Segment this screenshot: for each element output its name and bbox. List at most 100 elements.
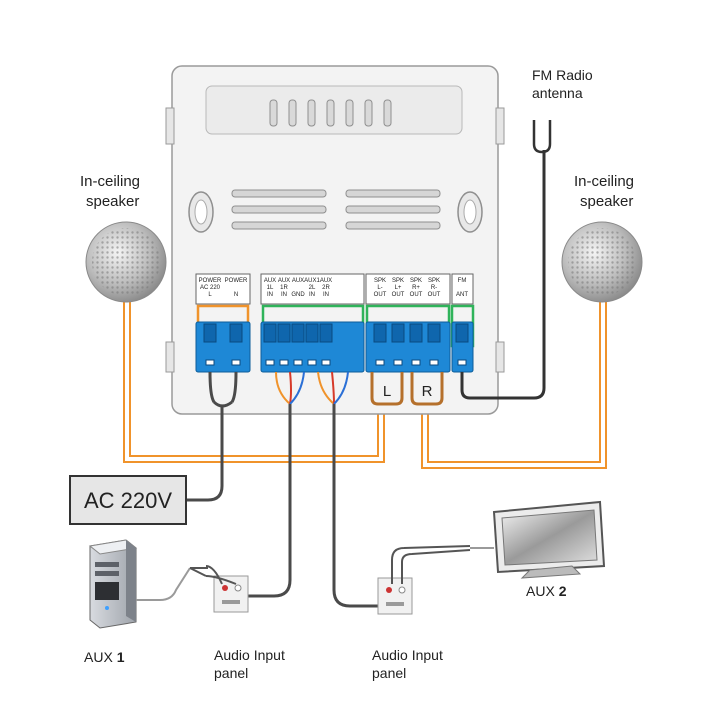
terminal-label-9-line1: SPK [392, 278, 404, 284]
right-speaker-label-line1: In-ceiling [574, 173, 634, 190]
aux1-computer: AUX 1 [84, 539, 208, 665]
left-channel-label: L [383, 383, 391, 400]
flat-tv-icon [492, 500, 606, 579]
terminal-screw-11 [427, 323, 441, 343]
terminal-label-3-line2: 1L [267, 285, 274, 291]
terminal-label-3-line1: AUX [264, 278, 276, 284]
terminal-label-10-line3: OUT [410, 292, 423, 298]
terminal-screw-8 [373, 323, 387, 343]
terminal-wire-hole-7 [321, 359, 331, 366]
left-speaker: In-ceiling speaker [80, 173, 167, 303]
terminal-wire-hole-3 [265, 359, 275, 366]
fm-label-line2: antenna [532, 85, 583, 101]
terminal-label-4-line3: IN [281, 292, 287, 298]
terminal-label-12-line3: ANT [456, 292, 468, 298]
terminal-screw-4 [277, 323, 291, 343]
aux1-wire-pair [275, 371, 305, 405]
terminal-label-11-line3: OUT [428, 292, 441, 298]
terminal-screw-7 [319, 323, 333, 343]
aux1-cable [246, 404, 292, 598]
rca-wallplate-icon [377, 577, 413, 615]
desktop-tower-icon [88, 539, 138, 629]
fm-antenna-cable [460, 150, 546, 400]
terminal-wire-hole-2 [231, 359, 241, 366]
terminal-screw-2 [229, 323, 243, 343]
terminal-blocks [195, 304, 475, 373]
right-channel-label: R [422, 383, 433, 400]
terminal-label-7-line2: 2R [322, 285, 330, 291]
terminal-label-8-line2: L- [377, 285, 382, 291]
speaker-grille-icon [85, 221, 167, 303]
middle-vent-slots [231, 189, 441, 230]
terminal-wire-hole-4 [279, 359, 289, 366]
terminal-label-10-line1: SPK [410, 278, 422, 284]
terminal-label-11-line1: SPK [428, 278, 440, 284]
terminal-label-10-line2: R+ [412, 285, 420, 291]
terminal-wire-hole-9 [393, 359, 403, 366]
panel1-label-line2: panel [214, 665, 248, 681]
power-cable [186, 406, 224, 502]
terminal-label-8-line3: OUT [374, 292, 387, 298]
terminal-label-2-line1: POWER [225, 278, 248, 284]
terminal-wire-hole-5 [293, 359, 303, 366]
left-channel-bracket: L [370, 372, 404, 406]
panel2-label-line2: panel [372, 665, 406, 681]
terminal-label-9-line3: OUT [392, 292, 405, 298]
terminal-label-3-line3: IN [267, 292, 273, 298]
aux1-label-text: AUX [84, 649, 117, 665]
left-speaker-wire [123, 300, 385, 463]
aux1-label: AUX 1 [84, 649, 125, 665]
terminal-label-7-line1: AUX [320, 278, 332, 284]
terminal-wire-hole-1 [205, 359, 215, 366]
terminal-label-9-line2: L+ [395, 285, 402, 291]
speaker-grille-icon [561, 221, 643, 303]
terminal-label-8-line1: SPK [374, 278, 386, 284]
aux2-cable [332, 404, 380, 608]
audio-input-panel-1: Audio Input panel [205, 565, 285, 681]
terminal-label-12-line1: FM [458, 278, 467, 284]
terminal-label-6-line1: AUX1 [304, 278, 320, 284]
terminal-wire-hole-6 [307, 359, 317, 366]
top-vent-slots [269, 99, 392, 127]
aux1-label-number: 1 [117, 649, 125, 665]
right-speaker-wire [421, 300, 607, 469]
terminal-label-4-line2: 1R [280, 285, 288, 291]
aux1-rca-cable [136, 567, 191, 601]
terminal-screw-6 [305, 323, 319, 343]
terminal-wire-hole-11 [429, 359, 439, 366]
ac-power-source: AC 220V [69, 475, 187, 525]
right-speaker-label-line2: speaker [580, 193, 633, 210]
ac-box-label: AC 220V [84, 488, 172, 513]
panel2-label-line1: Audio Input [372, 647, 443, 663]
aux2-label-number: 2 [559, 583, 567, 599]
terminal-label-6-line2: 2L [309, 285, 316, 291]
terminal-screw-12 [455, 323, 469, 343]
left-speaker-label-line2: speaker [86, 193, 139, 210]
aux2-label: AUX 2 [526, 583, 567, 599]
fm-label-line1: FM Radio [532, 67, 593, 83]
terminal-wire-hole-8 [375, 359, 385, 366]
terminal-screw-5 [291, 323, 305, 343]
terminal-label-7-line3: IN [323, 292, 329, 298]
terminal-label-6-line3: IN [309, 292, 315, 298]
terminal-label-1-line2: AC 220 [200, 285, 221, 291]
audio-input-panel-2: Audio Input panel [372, 545, 471, 681]
terminal-label-1-line3: L [208, 292, 212, 298]
terminal-screw-10 [409, 323, 423, 343]
terminal-label-1-line1: POWER [199, 278, 222, 284]
terminal-label-11-line2: R- [431, 285, 437, 291]
left-speaker-label-line1: In-ceiling [80, 173, 140, 190]
aux2-tv: AUX 2 [470, 500, 606, 599]
terminal-screw-3 [263, 323, 277, 343]
right-speaker: In-ceiling speaker [561, 173, 643, 303]
fm-antenna-icon [532, 120, 552, 154]
terminal-label-5-line1: AUX [292, 278, 304, 284]
terminal-wire-hole-12 [457, 359, 467, 366]
panel1-label-line1: Audio Input [214, 647, 285, 663]
terminal-screw-9 [391, 323, 405, 343]
terminal-screw-1 [203, 323, 217, 343]
terminal-screws [203, 323, 469, 366]
